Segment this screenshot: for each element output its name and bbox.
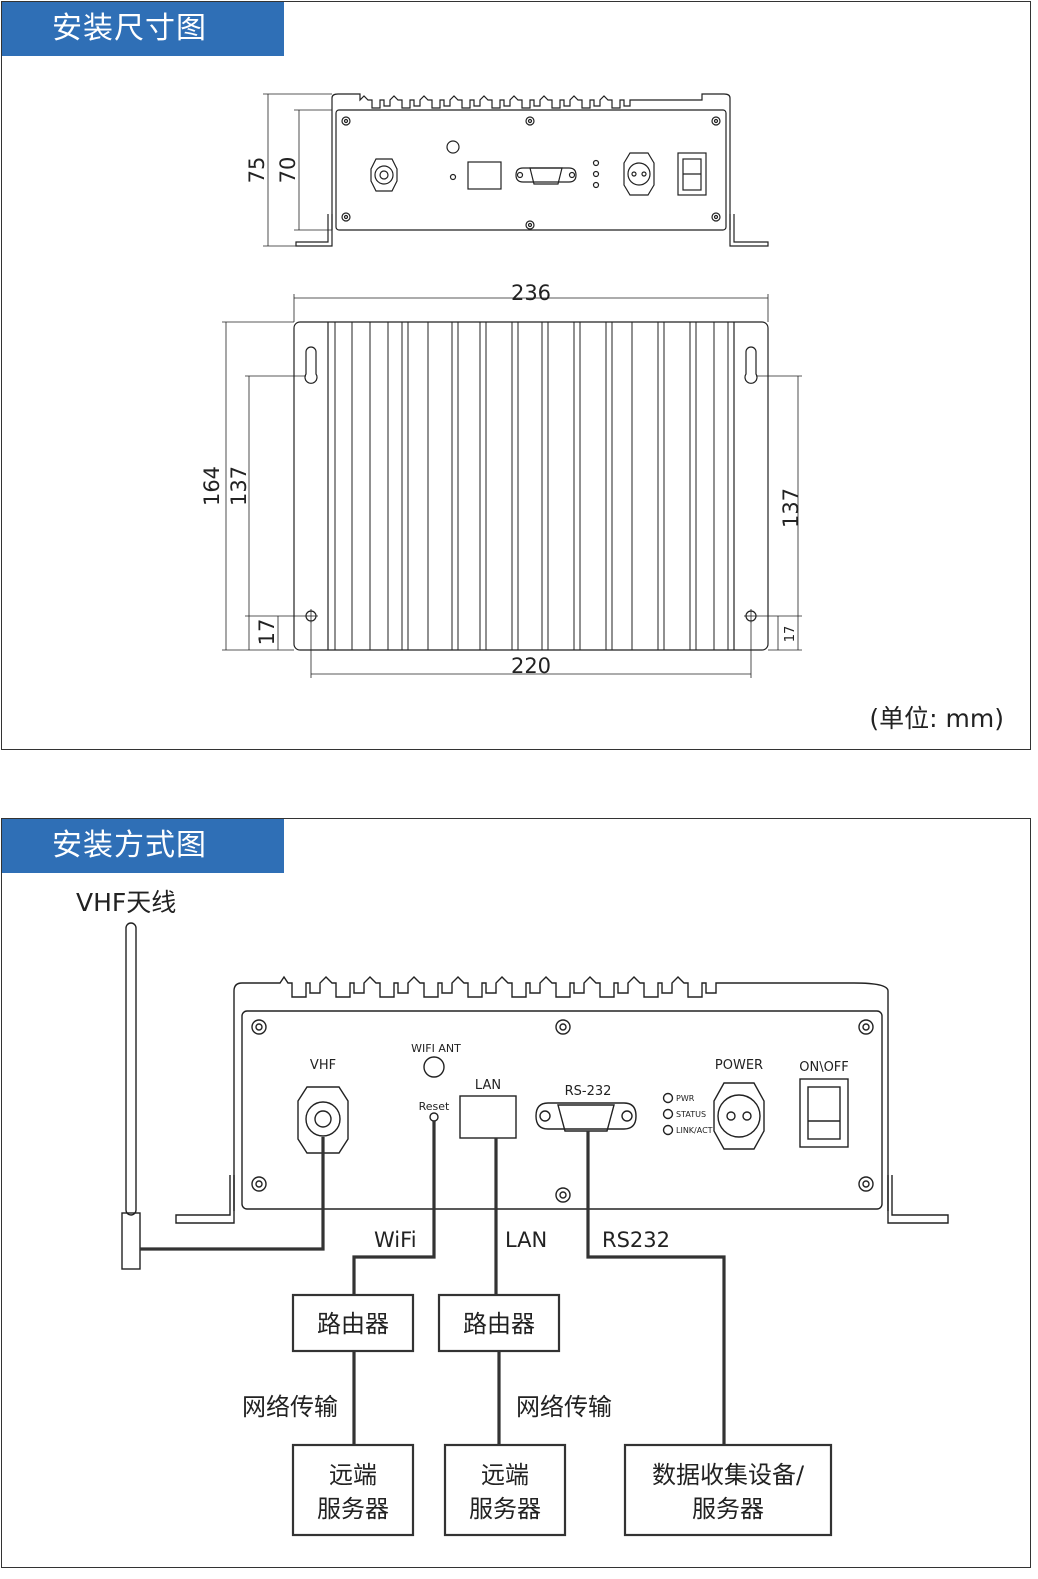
device-left-foot — [175, 1175, 235, 1224]
dim-236: 236 — [511, 281, 551, 305]
conn-label-rs232: RS232 — [602, 1228, 670, 1252]
dim-17-right: 17 — [783, 626, 798, 643]
device-fins — [233, 975, 889, 1009]
wifi-cable — [352, 1121, 436, 1295]
vhf-antenna-rod — [125, 922, 137, 1216]
router-box-mid — [437, 1293, 561, 1353]
front-right-foot — [729, 214, 769, 247]
front-vhf-connector — [370, 158, 398, 192]
vhf-connector-icon — [297, 1086, 349, 1154]
server-left-line2: 服务器 — [317, 1495, 389, 1523]
left-keyhole — [304, 346, 318, 384]
power-connector-icon — [713, 1082, 765, 1150]
router-mid-text: 路由器 — [463, 1310, 535, 1338]
vhf-antenna-base — [121, 1212, 141, 1270]
label-power: POWER — [715, 1058, 763, 1073]
server-box-left — [291, 1443, 415, 1537]
front-faceplate — [335, 109, 727, 231]
label-wifi-ant: WIFI ANT — [411, 1042, 461, 1055]
dim-75: 75 — [245, 157, 269, 184]
conn-label-wifi: WiFi — [374, 1228, 417, 1252]
server-box-mid — [443, 1443, 567, 1537]
network-left-text: 网络传输 — [242, 1393, 338, 1421]
reset-button-icon — [429, 1112, 439, 1122]
front-switch — [677, 152, 707, 196]
dim-137-right: 137 — [779, 488, 803, 528]
data-collect-line1: 数据收集设备/ — [652, 1461, 805, 1489]
conn-label-lan: LAN — [505, 1228, 547, 1252]
led-link-icon — [662, 1124, 674, 1136]
device-faceplate — [241, 1010, 883, 1210]
device-right-foot — [887, 1175, 949, 1224]
dim-220: 220 — [511, 654, 551, 678]
server-mid-line1: 远端 — [481, 1461, 529, 1489]
dim-70: 70 — [276, 157, 300, 184]
front-lan-port — [467, 161, 502, 190]
server-mid-line2: 服务器 — [469, 1495, 541, 1523]
label-lan: LAN — [475, 1078, 501, 1093]
dim-164: 164 — [200, 466, 224, 506]
label-led-pwr: PWR — [676, 1094, 695, 1103]
front-power-connector — [623, 152, 655, 196]
vhf-cable — [140, 1137, 325, 1251]
front-view-fins — [331, 93, 731, 110]
antenna-label: VHF天线 — [76, 888, 176, 917]
data-collect-box — [623, 1443, 833, 1537]
lan-port-icon — [459, 1095, 517, 1139]
label-led-link: LINK/ACT — [676, 1126, 713, 1135]
label-reset: Reset — [419, 1100, 450, 1113]
label-rs232: RS-232 — [565, 1084, 612, 1099]
label-led-status: STATUS — [676, 1110, 706, 1119]
led-status-icon — [662, 1108, 674, 1120]
data-collect-line2: 服务器 — [692, 1495, 764, 1523]
dimension-section-title: 安装尺寸图 — [2, 2, 284, 56]
router-box-left — [291, 1293, 415, 1353]
dim-17-left: 17 — [255, 619, 279, 646]
rs232-cable — [586, 1131, 726, 1445]
install-drawing: VHF天线 — [76, 888, 949, 1537]
dimension-panel: 安装尺寸图 — [1, 1, 1031, 750]
label-vhf: VHF — [310, 1058, 336, 1073]
network-mid-text: 网络传输 — [516, 1393, 612, 1421]
top-view-outline — [293, 321, 769, 651]
unit-note: (单位: mm) — [869, 704, 1004, 733]
install-section-title: 安装方式图 — [2, 819, 284, 873]
front-db9 — [515, 167, 577, 183]
server-left-line1: 远端 — [329, 1461, 377, 1489]
right-keyhole — [744, 346, 758, 384]
label-on-off: ON\OFF — [799, 1060, 849, 1075]
front-left-foot — [295, 214, 333, 247]
install-panel: 安装方式图 VHF天线 — [1, 818, 1031, 1568]
top-view-fins — [334, 322, 729, 650]
led-pwr-icon — [662, 1092, 674, 1104]
router-left-text: 路由器 — [317, 1310, 389, 1338]
power-switch-icon — [799, 1078, 849, 1148]
dimension-drawing: 75 70 — [200, 93, 803, 678]
dim-137-left: 137 — [227, 466, 251, 506]
rs232-port-icon — [535, 1102, 637, 1130]
wifi-ant-port-icon — [423, 1056, 445, 1078]
device-screws — [251, 1019, 874, 1203]
